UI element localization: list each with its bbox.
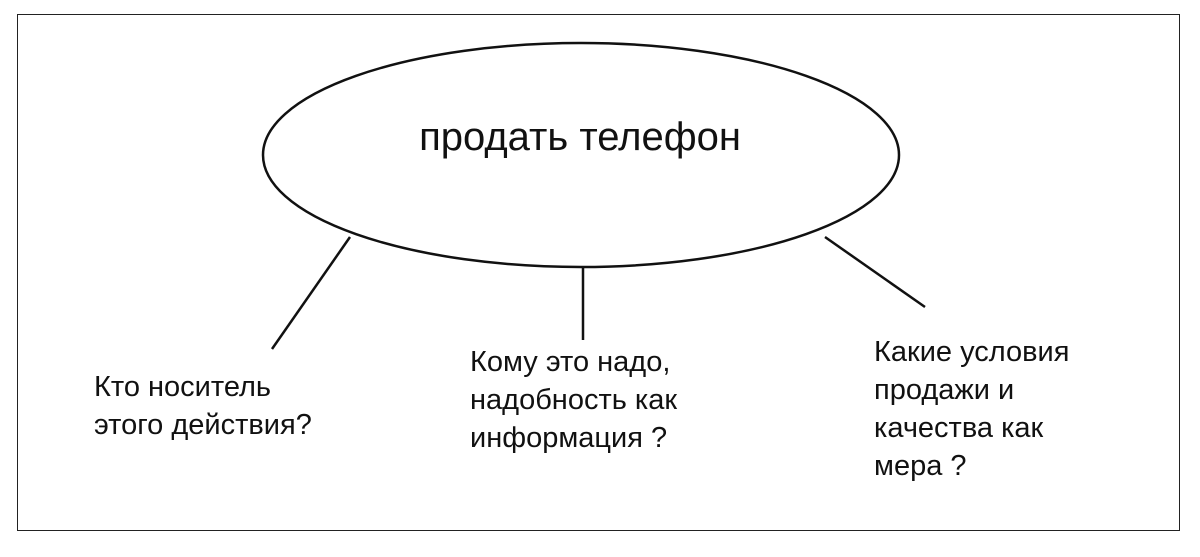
branch-node-middle: Кому это надо, надобность как информация… — [470, 343, 677, 457]
connector-left — [270, 236, 352, 350]
branch-middle-line: Кому это надо, — [470, 346, 671, 378]
diagram-frame — [17, 14, 1180, 531]
branch-right-line: продажи и — [874, 374, 1015, 406]
branch-right-line: качества как — [874, 412, 1044, 444]
branch-left-line: этого действия? — [94, 409, 312, 441]
branch-right-line: мера ? — [874, 450, 967, 482]
connector-right — [824, 235, 926, 309]
branch-node-right: Какие условия продажи и качества как мер… — [874, 333, 1069, 485]
branch-right-line: Какие условия — [874, 336, 1070, 368]
branch-middle-line: надобность как — [470, 384, 678, 416]
central-ellipse — [261, 41, 901, 269]
branch-middle-line: информация ? — [470, 422, 668, 454]
branch-node-left: Кто носитель этого действия? — [94, 368, 312, 444]
branch-left-line: Кто носитель — [94, 371, 272, 403]
central-node-label: продать телефон — [419, 115, 741, 159]
